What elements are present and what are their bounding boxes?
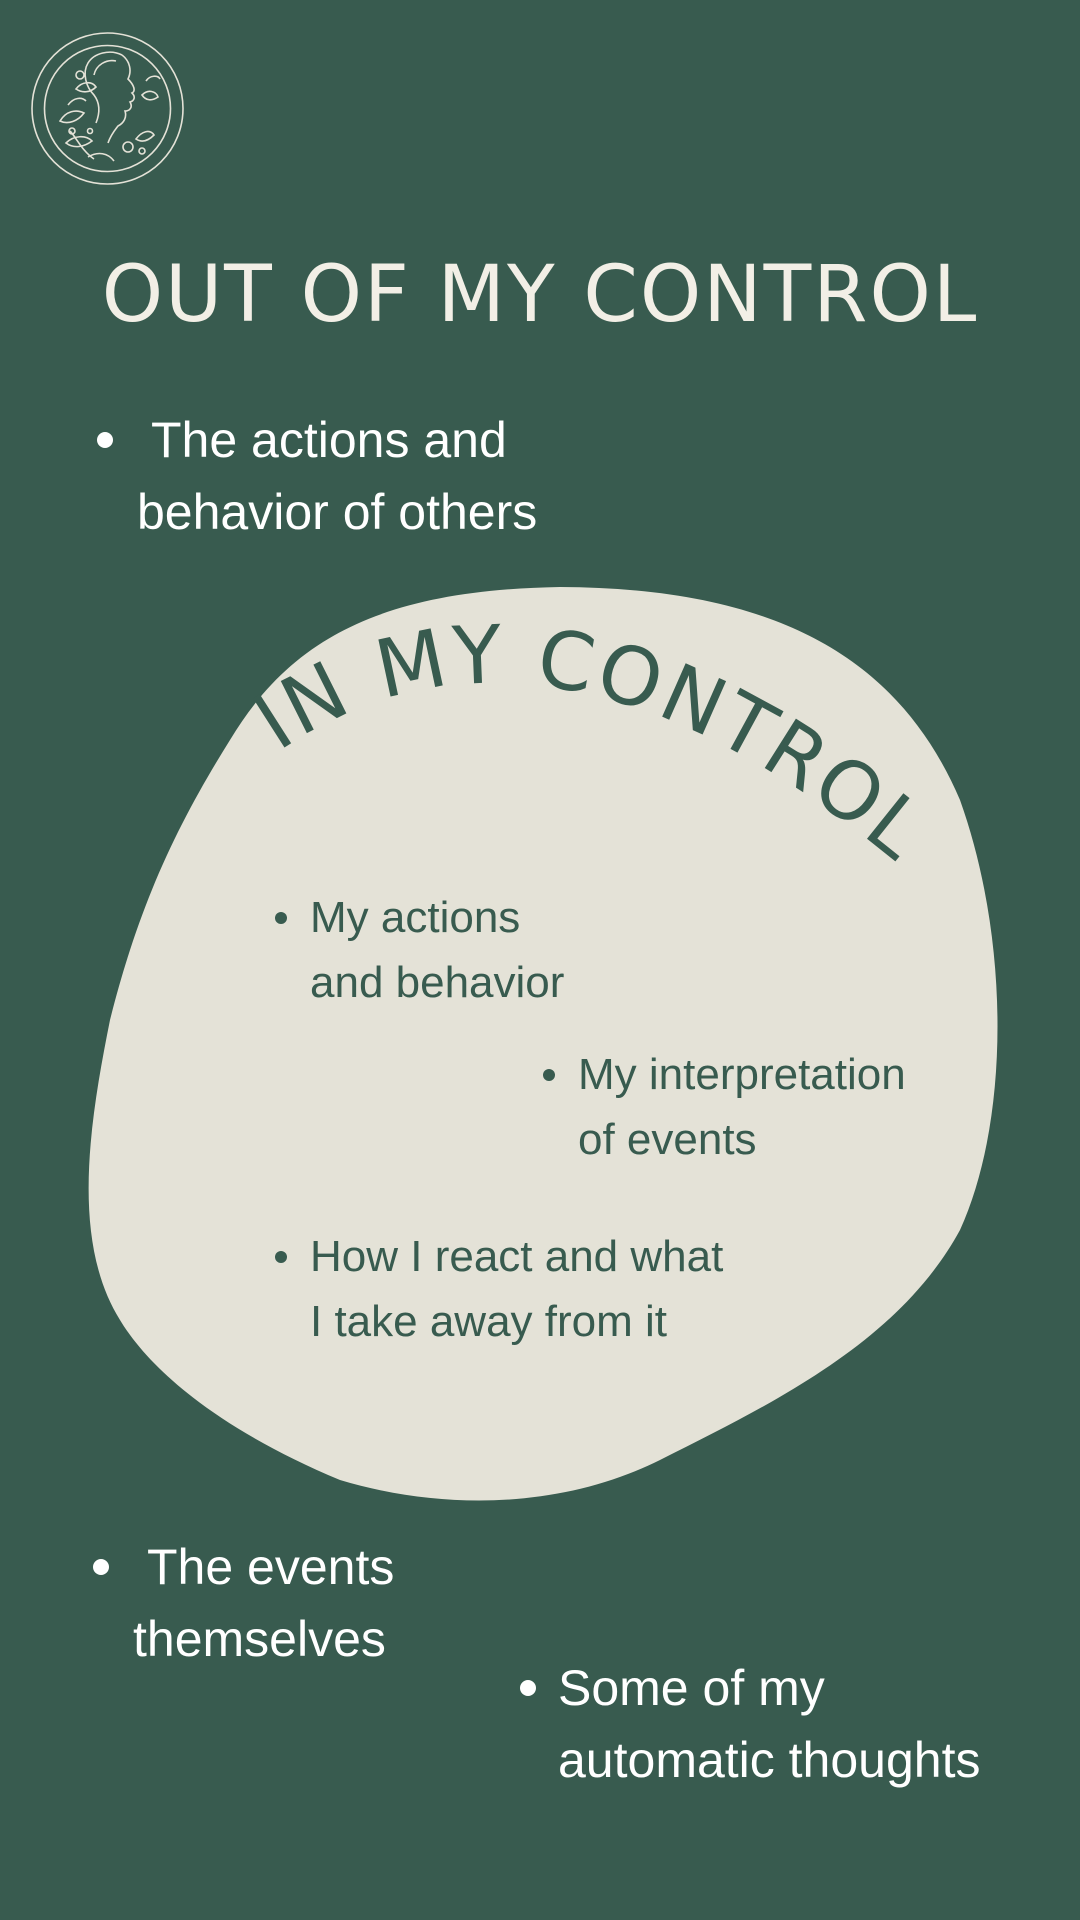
bullet xyxy=(520,1680,536,1696)
bullet xyxy=(543,1069,555,1081)
outer-item-line: The events xyxy=(147,1539,395,1595)
outer-item-line: automatic thoughts xyxy=(558,1732,981,1788)
outer-item-line: behavior of others xyxy=(137,484,538,540)
inner-item-line: How I react and what xyxy=(310,1232,724,1281)
out-of-control-title: OUT OF MY CONTROL xyxy=(101,250,979,340)
inner-list-item: How I react and what I take away from it xyxy=(275,1224,724,1354)
woman-profile-leaves-emblem-icon xyxy=(31,32,184,185)
bullet xyxy=(97,432,113,448)
inner-item-line: of events xyxy=(578,1115,757,1164)
inner-item-line: My interpretation xyxy=(578,1050,906,1099)
outer-item-line: The actions and xyxy=(151,412,507,468)
bullet xyxy=(93,1559,109,1575)
inner-list-item: My actions and behavior xyxy=(275,885,565,1015)
outer-item-line: Some of my xyxy=(558,1660,825,1716)
inner-item-line: My actions xyxy=(310,893,521,942)
outer-list-item: The events themselves xyxy=(93,1531,395,1675)
inner-item-line: I take away from it xyxy=(310,1297,668,1346)
bullet xyxy=(275,1251,287,1263)
bullet xyxy=(275,912,287,924)
outer-list-item: The actions and behavior of others xyxy=(97,404,538,548)
outer-item-line: themselves xyxy=(133,1611,386,1667)
inner-item-line: and behavior xyxy=(310,958,565,1007)
outer-list-item: Some of my automatic thoughts xyxy=(520,1652,981,1796)
inner-list-item: My interpretation of events xyxy=(543,1042,906,1172)
